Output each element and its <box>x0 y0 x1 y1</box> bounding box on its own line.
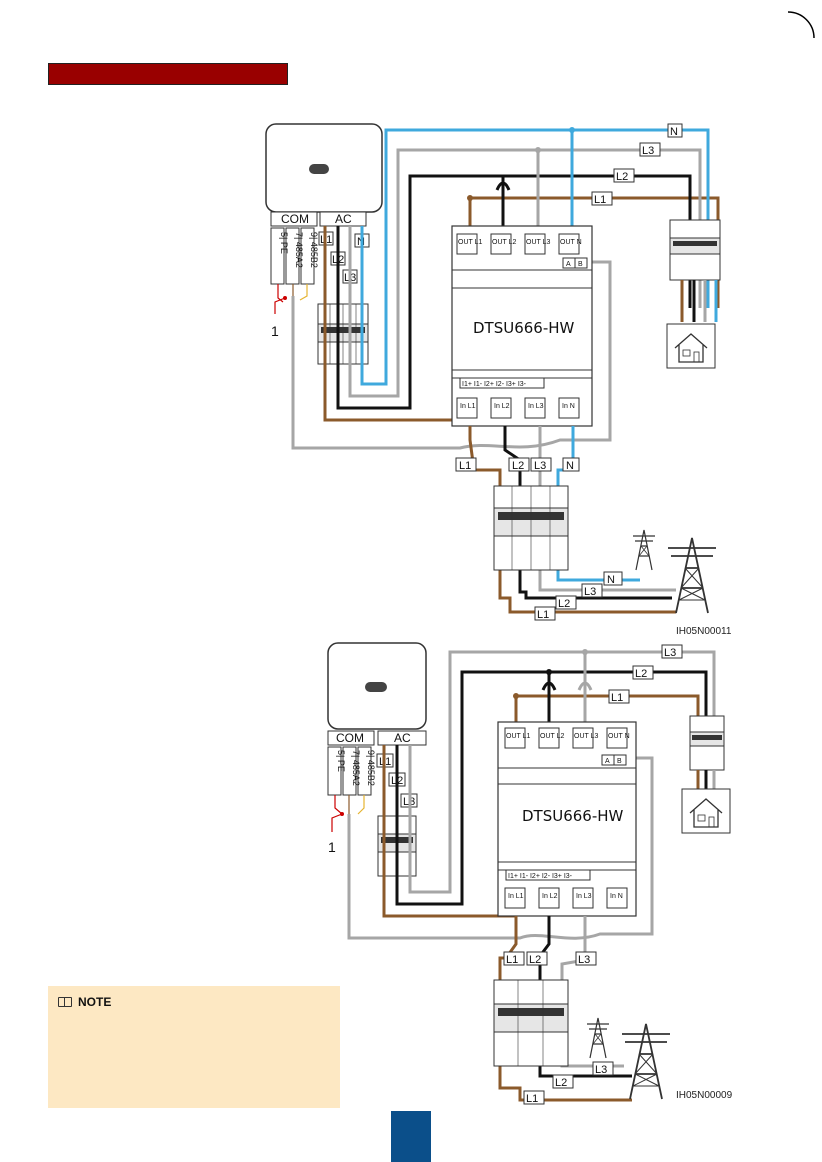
callout-2: 1 <box>328 839 336 855</box>
meter-1-in-l3: In L3 <box>528 403 544 410</box>
ac-label-2: AC <box>394 731 411 745</box>
bus2-l2-label: L2 <box>635 668 647 680</box>
meter-1: DTSU666-HW OUT L1 OUT L2 OUT L3 OUT N A … <box>451 225 593 427</box>
meter-2-out-l2: OUT L2 <box>540 733 564 740</box>
meter-1-a: A <box>566 261 571 268</box>
grid-breaker-2 <box>493 979 569 1067</box>
meter-1-in-l2: In L2 <box>494 403 510 410</box>
note-heading: NOTE <box>58 995 111 1009</box>
grid2-bottom-l3-label: L3 <box>595 1064 607 1076</box>
meter-1-b: B <box>578 261 583 268</box>
meter-1-in-n: In N <box>562 403 575 410</box>
grid-breaker-1 <box>493 485 569 571</box>
meter-2-in-l1: In L1 <box>508 893 524 900</box>
grid-n-label: N <box>566 460 574 472</box>
com2-pin-2: 7| 485A2 <box>351 750 361 786</box>
meter-2-in-l2: In L2 <box>542 893 558 900</box>
grid2-l2-label: L2 <box>529 954 541 966</box>
meter-1-out-n: OUT N <box>560 239 582 246</box>
meter-2-out-n: OUT N <box>608 733 630 740</box>
com2-pin-3: 9| 485B2 <box>366 750 376 786</box>
diagram-1: COM AC 5| PE 7| 485A2 9| 485B2 1 L1 L2 L… <box>265 123 732 637</box>
meter-2-in-l3: In L3 <box>576 893 592 900</box>
meter-1-name: DTSU666-HW <box>473 319 575 337</box>
house-icon <box>666 323 716 369</box>
grid-l2-label: L2 <box>512 460 524 472</box>
meter-2-a: A <box>605 758 610 765</box>
grid-l1-label: L1 <box>459 460 471 472</box>
meter-2-ct-terminals: I1+ I1- I2+ I2- I3+ I3- <box>508 873 573 880</box>
pylon-small-icon <box>632 529 656 571</box>
meter-2: DTSU666-HW OUT L1 OUT L2 OUT L3 OUT N A … <box>497 721 637 917</box>
meter-1-in-l1: In L1 <box>460 403 476 410</box>
grid-l3-label: L3 <box>534 460 546 472</box>
note-heading-text: NOTE <box>78 995 112 1009</box>
grid-bottom-l2-label: L2 <box>558 598 570 610</box>
meter-2-b: B <box>617 758 622 765</box>
meter-2-out-l1: OUT L1 <box>506 733 530 740</box>
bus2-l3-label: L3 <box>664 647 676 659</box>
com2-pin-1: 5| PE <box>336 750 346 772</box>
com-pin-3: 9| 485B2 <box>309 232 319 268</box>
meter-1-out-l3: OUT L3 <box>526 239 550 246</box>
inverter-2-logo <box>365 682 387 692</box>
grid-bottom-n-label: N <box>607 574 615 586</box>
load-breaker-2 <box>689 715 725 771</box>
pylon-large-icon <box>667 537 717 614</box>
grid2-bottom-l1-label: L1 <box>526 1093 538 1105</box>
pylon-large-icon-2 <box>621 1023 671 1100</box>
meter-2-name: DTSU666-HW <box>522 807 624 825</box>
page-number-tab <box>391 1111 431 1162</box>
note-box: NOTE <box>48 986 340 1108</box>
bus-n-label: N <box>670 126 678 138</box>
bus2-l1-label: L1 <box>611 692 623 704</box>
bus-l3-label: L3 <box>642 145 654 157</box>
bus-l2-label: L2 <box>616 171 628 183</box>
section-title-bar <box>48 63 288 85</box>
grid-bottom-l1-label: L1 <box>537 609 549 621</box>
crop-mark-top-right <box>787 11 815 39</box>
com-pin-1: 5| PE <box>279 232 289 254</box>
grid2-bottom-l2-label: L2 <box>555 1077 567 1089</box>
com-label: COM <box>281 212 309 226</box>
load-breaker-1 <box>669 219 721 281</box>
meter-2-in-n: In N <box>610 893 623 900</box>
ac-breaker-1 <box>317 303 369 365</box>
house-icon-2 <box>681 788 731 834</box>
inverter-1-logo <box>309 164 329 174</box>
grid2-l1-label: L1 <box>506 954 518 966</box>
com-pin-2: 7| 485A2 <box>294 232 304 268</box>
diagram-2: COM AC 5| PE 7| 485A2 9| 485B2 1 L1 L2 L… <box>327 642 733 1105</box>
pylon-small-icon-2 <box>586 1017 610 1059</box>
meter-1-ct-terminals: I1+ I1- I2+ I2- I3+ I3- <box>462 381 527 388</box>
diagram-1-code: IH05N00011 <box>676 626 732 637</box>
page-number <box>391 1111 431 1127</box>
meter-1-out-l1: OUT L1 <box>458 239 482 246</box>
grid-bottom-l3-label: L3 <box>584 586 596 598</box>
diagram-2-code: IH05N00009 <box>676 1090 733 1101</box>
com-pins: 5| PE 7| 485A2 9| 485B2 <box>270 227 319 285</box>
grid2-l3-label: L3 <box>578 954 590 966</box>
callout-1: 1 <box>271 323 279 339</box>
ac-label: AC <box>335 212 352 226</box>
com-label-2: COM <box>336 731 364 745</box>
meter-2-out-l3: OUT L3 <box>574 733 598 740</box>
meter-1-out-l2: OUT L2 <box>492 239 516 246</box>
bus-l1-label: L1 <box>594 194 606 206</box>
com-pins-2: 5| PE 7| 485A2 9| 485B2 <box>327 746 376 796</box>
book-icon <box>58 997 72 1007</box>
